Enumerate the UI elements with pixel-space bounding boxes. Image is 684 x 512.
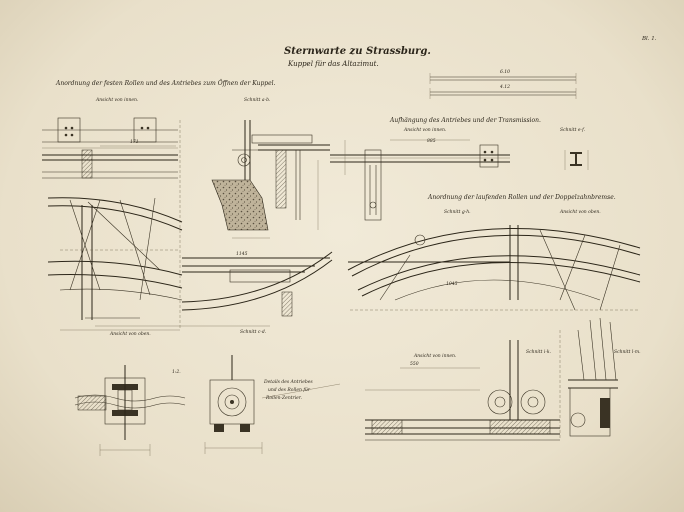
- plate-number: Bl. 1.: [642, 36, 657, 42]
- plate-subtitle: Kuppel für das Altazimut.: [288, 60, 379, 68]
- dimension-label: 4.12: [500, 85, 511, 90]
- label-anordnung-feste-rollen: Anordnung der festen Rollen und des Antr…: [56, 80, 276, 87]
- dimension-label: 1145: [236, 252, 248, 257]
- arch-framework-right: [347, 225, 641, 311]
- label-detail-caption-1: Details des Antriebes: [264, 380, 313, 385]
- section-a-b: [211, 120, 330, 239]
- dimension-label: 1045: [446, 282, 458, 287]
- label-ansicht-von-innen-1: Ansicht von innen.: [96, 98, 139, 103]
- label-ansicht-von-innen-2: Ansicht von innen.: [404, 128, 447, 133]
- label-detail-caption-3: Rollen-Zentrier.: [266, 396, 302, 401]
- detail-rollers: [74, 355, 341, 456]
- label-schnitt-gh: Schnitt g-h.: [444, 210, 471, 215]
- label-aufhaengung: Aufhängung des Antriebes und der Transmi…: [390, 117, 541, 124]
- dimension-label: 885: [427, 139, 436, 144]
- view-inside-top-left: [42, 117, 181, 330]
- hanger-transmission: [330, 139, 510, 221]
- scale-bars: [429, 73, 577, 99]
- label-schnitt-cd: Schnitt c-d.: [240, 330, 267, 335]
- dimension-label: 550: [410, 362, 419, 367]
- label-schnitt-ef: Schnitt e-f.: [560, 128, 586, 133]
- label-schnitt-ab: Schnitt a-b.: [244, 98, 271, 103]
- bottom-right-views: [365, 317, 618, 441]
- label-schnitt-ik: Schnitt i-k.: [526, 350, 552, 355]
- label-detail-caption-2: und des Rollen für: [268, 388, 311, 393]
- label-ansicht-von-innen-3: Ansicht von innen.: [414, 354, 457, 359]
- label-ansicht-von-oben-1: Ansicht von oben.: [110, 332, 151, 337]
- arch-framework-left: [47, 197, 333, 331]
- label-ratio: 1:2.: [172, 370, 181, 375]
- dimension-label: 171: [130, 140, 139, 145]
- label-ansicht-von-oben-2: Ansicht von oben.: [560, 210, 601, 215]
- label-schnitt-lm: Schnitt l-m.: [614, 350, 641, 355]
- plate-title: Sternwarte zu Strassburg.: [284, 46, 431, 57]
- label-anordnung-laufende-rollen: Anordnung der laufenden Rollen und der D…: [428, 194, 616, 201]
- dimension-label: 6.10: [500, 70, 511, 75]
- section-e-f: [564, 150, 589, 170]
